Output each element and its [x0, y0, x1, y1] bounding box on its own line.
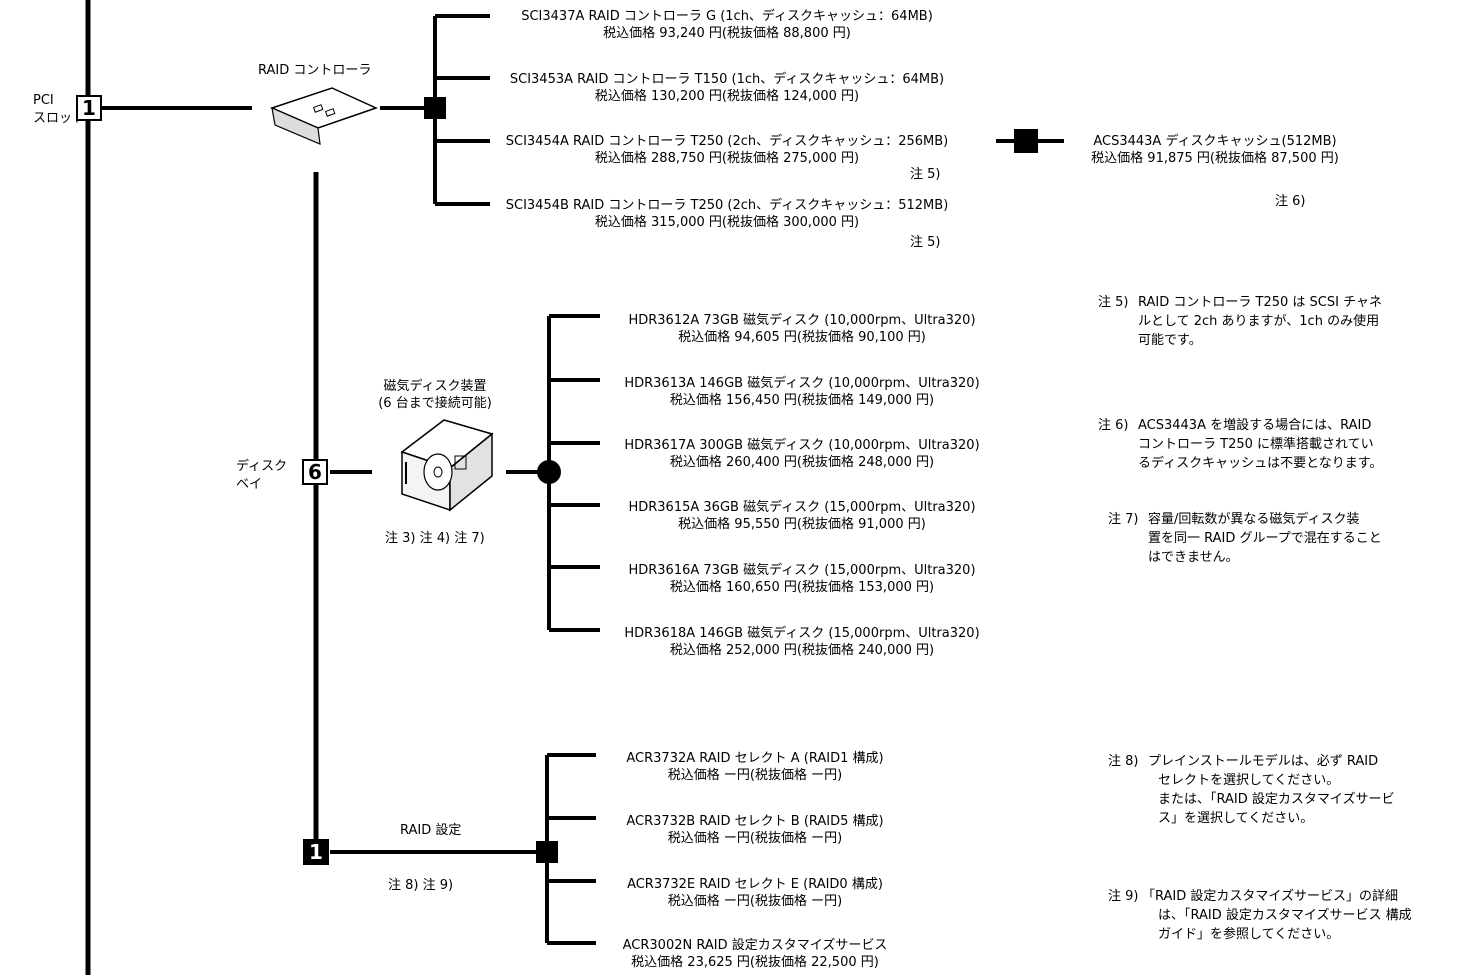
disk-notes: 注 3) 注 4) 注 7)	[385, 531, 485, 546]
disk-option-3: HDR3617A 300GB 磁気ディスク (10,000rpm、Ultra32…	[600, 437, 1004, 471]
raid-setting-option-2-price: 税込価格 ー円(税抜価格 ー円)	[667, 831, 843, 846]
raid-setting-option-3: ACR3732E RAID セレクト E (RAID0 構成) 税込価格 ー円(…	[600, 876, 910, 910]
disk-option-1-price: 税込価格 94,605 円(税抜価格 90,100 円)	[678, 330, 926, 345]
disk-option-2-price: 税込価格 156,450 円(税抜価格 149,000 円)	[669, 393, 935, 408]
raid-controller-option-3-note: 注 5)	[910, 167, 941, 182]
cache-option-price: 税込価格 91,875 円(税抜価格 87,500 円)	[1091, 151, 1339, 166]
footnote-8-label: 注 8)	[1108, 754, 1139, 769]
footnote-6: 注 6) ACS3443A を増設する場合には、RAID コントローラ T250…	[1098, 416, 1428, 476]
raid-setting-option-1-name: ACR3732A RAID セレクト A (RAID1 構成)	[626, 751, 884, 766]
footnote-6-line-2: コントローラ T250 に標準搭載されてい	[1138, 437, 1374, 452]
raid-controller-title: RAID コントローラ	[258, 63, 372, 78]
disk-option-4-price: 税込価格 95,550 円(税抜価格 91,000 円)	[678, 517, 926, 532]
footnote-5-line-2: ルとして 2ch ありますが、1ch のみ使用	[1138, 314, 1380, 329]
footnote-9-line-1: 「RAID 設定カスタマイズサービス」の詳細	[1142, 889, 1398, 904]
raid-controller-option-4-price: 税込価格 315,000 円(税抜価格 300,000 円)	[594, 215, 860, 230]
disk-title-line-1: 磁気ディスク装置	[383, 379, 487, 394]
cache-option: ACS3443A ディスクキャッシュ(512MB) 税込価格 91,875 円(…	[1070, 133, 1360, 167]
cache-junction	[1014, 129, 1038, 153]
raid-card-icon	[269, 87, 379, 145]
raid-setting-option-4-price: 税込価格 23,625 円(税抜価格 22,500 円)	[631, 955, 879, 970]
disk-option-1: HDR3612A 73GB 磁気ディスク (10,000rpm、Ultra320…	[600, 312, 1004, 346]
raid-controller-option-3: SCI3454A RAID コントローラ T250 (2ch、ディスクキャッシュ…	[497, 133, 957, 167]
raid-controller-option-3-price: 税込価格 288,750 円(税抜価格 275,000 円)	[594, 151, 860, 166]
raid-setting-option-1-price: 税込価格 ー円(税抜価格 ー円)	[667, 768, 843, 783]
footnote-7-line-1: 容量/回転数が異なる磁気ディスク装	[1148, 512, 1360, 527]
disk-option-5-name: HDR3616A 73GB 磁気ディスク (15,000rpm、Ultra320…	[628, 563, 976, 578]
footnote-6-label: 注 6)	[1098, 418, 1129, 433]
disk-bay-count-box: 6	[302, 459, 328, 485]
hard-disk-icon	[400, 419, 494, 512]
footnote-9: 注 9) 「RAID 設定カスタマイズサービス」の詳細 は、「RAID 設定カス…	[1108, 887, 1458, 947]
footnote-8-line-1: プレインストールモデルは、必ず RAID	[1148, 754, 1379, 769]
disk-option-6-price: 税込価格 252,000 円(税抜価格 240,000 円)	[669, 643, 935, 658]
raid-setting-option-3-name: ACR3732E RAID セレクト E (RAID0 構成)	[627, 877, 883, 892]
cache-option-note: 注 6)	[1275, 194, 1306, 209]
footnote-8: 注 8) プレインストールモデルは、必ず RAID セレクトを選択してください。…	[1108, 752, 1438, 832]
raid-setting-title: RAID 設定	[400, 823, 462, 838]
raid-controller-option-1-name: SCI3437A RAID コントローラ G (1ch、ディスクキャッシュ：64…	[521, 9, 933, 24]
raid-setting-notes: 注 8) 注 9)	[388, 878, 454, 893]
raid-setting-option-3-price: 税込価格 ー円(税抜価格 ー円)	[667, 894, 843, 909]
raid-setting-option-4-name: ACR3002N RAID 設定カスタマイズサービス	[622, 938, 888, 953]
raid-controller-option-2-name: SCI3453A RAID コントローラ T150 (1ch、ディスクキャッシュ…	[509, 72, 945, 87]
bay-label-2: ベイ	[236, 477, 263, 492]
disk-option-2-name: HDR3613A 146GB 磁気ディスク (10,000rpm、Ultra32…	[624, 376, 980, 391]
raid-setting-option-4: ACR3002N RAID 設定カスタマイズサービス 税込価格 23,625 円…	[600, 937, 910, 971]
raid-controller-option-4-note: 注 5)	[910, 235, 941, 250]
raid-controller-option-2: SCI3453A RAID コントローラ T150 (1ch、ディスクキャッシュ…	[497, 71, 957, 105]
footnote-9-line-3: ガイド」を参照してください。	[1158, 927, 1340, 942]
disk-title-line-2: (6 台まで接続可能)	[378, 396, 492, 411]
raid-controller-option-2-price: 税込価格 130,200 円(税抜価格 124,000 円)	[594, 89, 860, 104]
disk-option-5: HDR3616A 73GB 磁気ディスク (15,000rpm、Ultra320…	[600, 562, 1004, 596]
footnote-8-line-3: または、「RAID 設定カスタマイズサービ	[1158, 792, 1395, 807]
disk-option-3-name: HDR3617A 300GB 磁気ディスク (10,000rpm、Ultra32…	[624, 438, 980, 453]
raid-setting-option-2: ACR3732B RAID セレクト B (RAID5 構成) 税込価格 ー円(…	[600, 813, 910, 847]
disk-option-4-name: HDR3615A 36GB 磁気ディスク (15,000rpm、Ultra320…	[628, 500, 976, 515]
footnote-7-label: 注 7)	[1108, 512, 1139, 527]
raid-controller-option-1: SCI3437A RAID コントローラ G (1ch、ディスクキャッシュ：64…	[497, 8, 957, 42]
footnote-5-line-3: 可能です。	[1138, 333, 1202, 348]
footnote-6-line-3: るディスクキャッシュは不要となります。	[1138, 456, 1383, 471]
raid-controller-option-3-name: SCI3454A RAID コントローラ T250 (2ch、ディスクキャッシュ…	[505, 134, 949, 149]
footnote-9-line-2: は、「RAID 設定カスタマイズサービス 構成	[1158, 908, 1412, 923]
raid-setting-option-2-name: ACR3732B RAID セレクト B (RAID5 構成)	[626, 814, 884, 829]
disk-option-6: HDR3618A 146GB 磁気ディスク (15,000rpm、Ultra32…	[600, 625, 1004, 659]
disk-option-3-price: 税込価格 260,400 円(税抜価格 248,000 円)	[669, 455, 935, 470]
pci-label-2: スロット	[33, 111, 86, 126]
disk-option-1-name: HDR3612A 73GB 磁気ディスク (10,000rpm、Ultra320…	[628, 313, 976, 328]
raid-setting-count-box: 1	[303, 839, 329, 865]
footnote-7-line-2: 置を同一 RAID グループで混在すること	[1148, 531, 1382, 546]
footnote-9-label: 注 9)	[1108, 889, 1139, 904]
cache-option-name: ACS3443A ディスクキャッシュ(512MB)	[1093, 134, 1337, 149]
footnote-8-line-2: セレクトを選択してください。	[1158, 773, 1340, 788]
footnote-5: 注 5) RAID コントローラ T250 は SCSI チャネ ルとして 2c…	[1098, 293, 1428, 353]
raid-setting-option-1: ACR3732A RAID セレクト A (RAID1 構成) 税込価格 ー円(…	[600, 750, 910, 784]
bay-label-1: ディスク	[236, 459, 288, 474]
disk-option-6-name: HDR3618A 146GB 磁気ディスク (15,000rpm、Ultra32…	[624, 626, 980, 641]
footnote-6-line-1: ACS3443A を増設する場合には、RAID	[1138, 418, 1372, 433]
footnote-5-label: 注 5)	[1098, 295, 1129, 310]
raid-controller-option-1-price: 税込価格 93,240 円(税抜価格 88,800 円)	[603, 26, 851, 41]
footnote-7: 注 7) 容量/回転数が異なる磁気ディスク装 置を同一 RAID グループで混在…	[1108, 510, 1438, 570]
raid-controller-option-4-name: SCI3454B RAID コントローラ T250 (2ch、ディスクキャッシュ…	[505, 198, 949, 213]
raid-controller-option-4: SCI3454B RAID コントローラ T250 (2ch、ディスクキャッシュ…	[497, 197, 957, 231]
disk-title: 磁気ディスク装置 (6 台まで接続可能)	[350, 378, 520, 412]
footnote-8-line-4: ス」を選択してください。	[1158, 811, 1314, 826]
disk-option-4: HDR3615A 36GB 磁気ディスク (15,000rpm、Ultra320…	[600, 499, 1004, 533]
footnote-7-line-3: はできません。	[1148, 550, 1239, 565]
pci-label-1: PCI	[33, 93, 54, 108]
disk-option-2: HDR3613A 146GB 磁気ディスク (10,000rpm、Ultra32…	[600, 375, 1004, 409]
disk-option-5-price: 税込価格 160,650 円(税抜価格 153,000 円)	[669, 580, 935, 595]
footnote-5-line-1: RAID コントローラ T250 は SCSI チャネ	[1138, 295, 1382, 310]
pci-slot-count-box: 1	[76, 95, 102, 121]
